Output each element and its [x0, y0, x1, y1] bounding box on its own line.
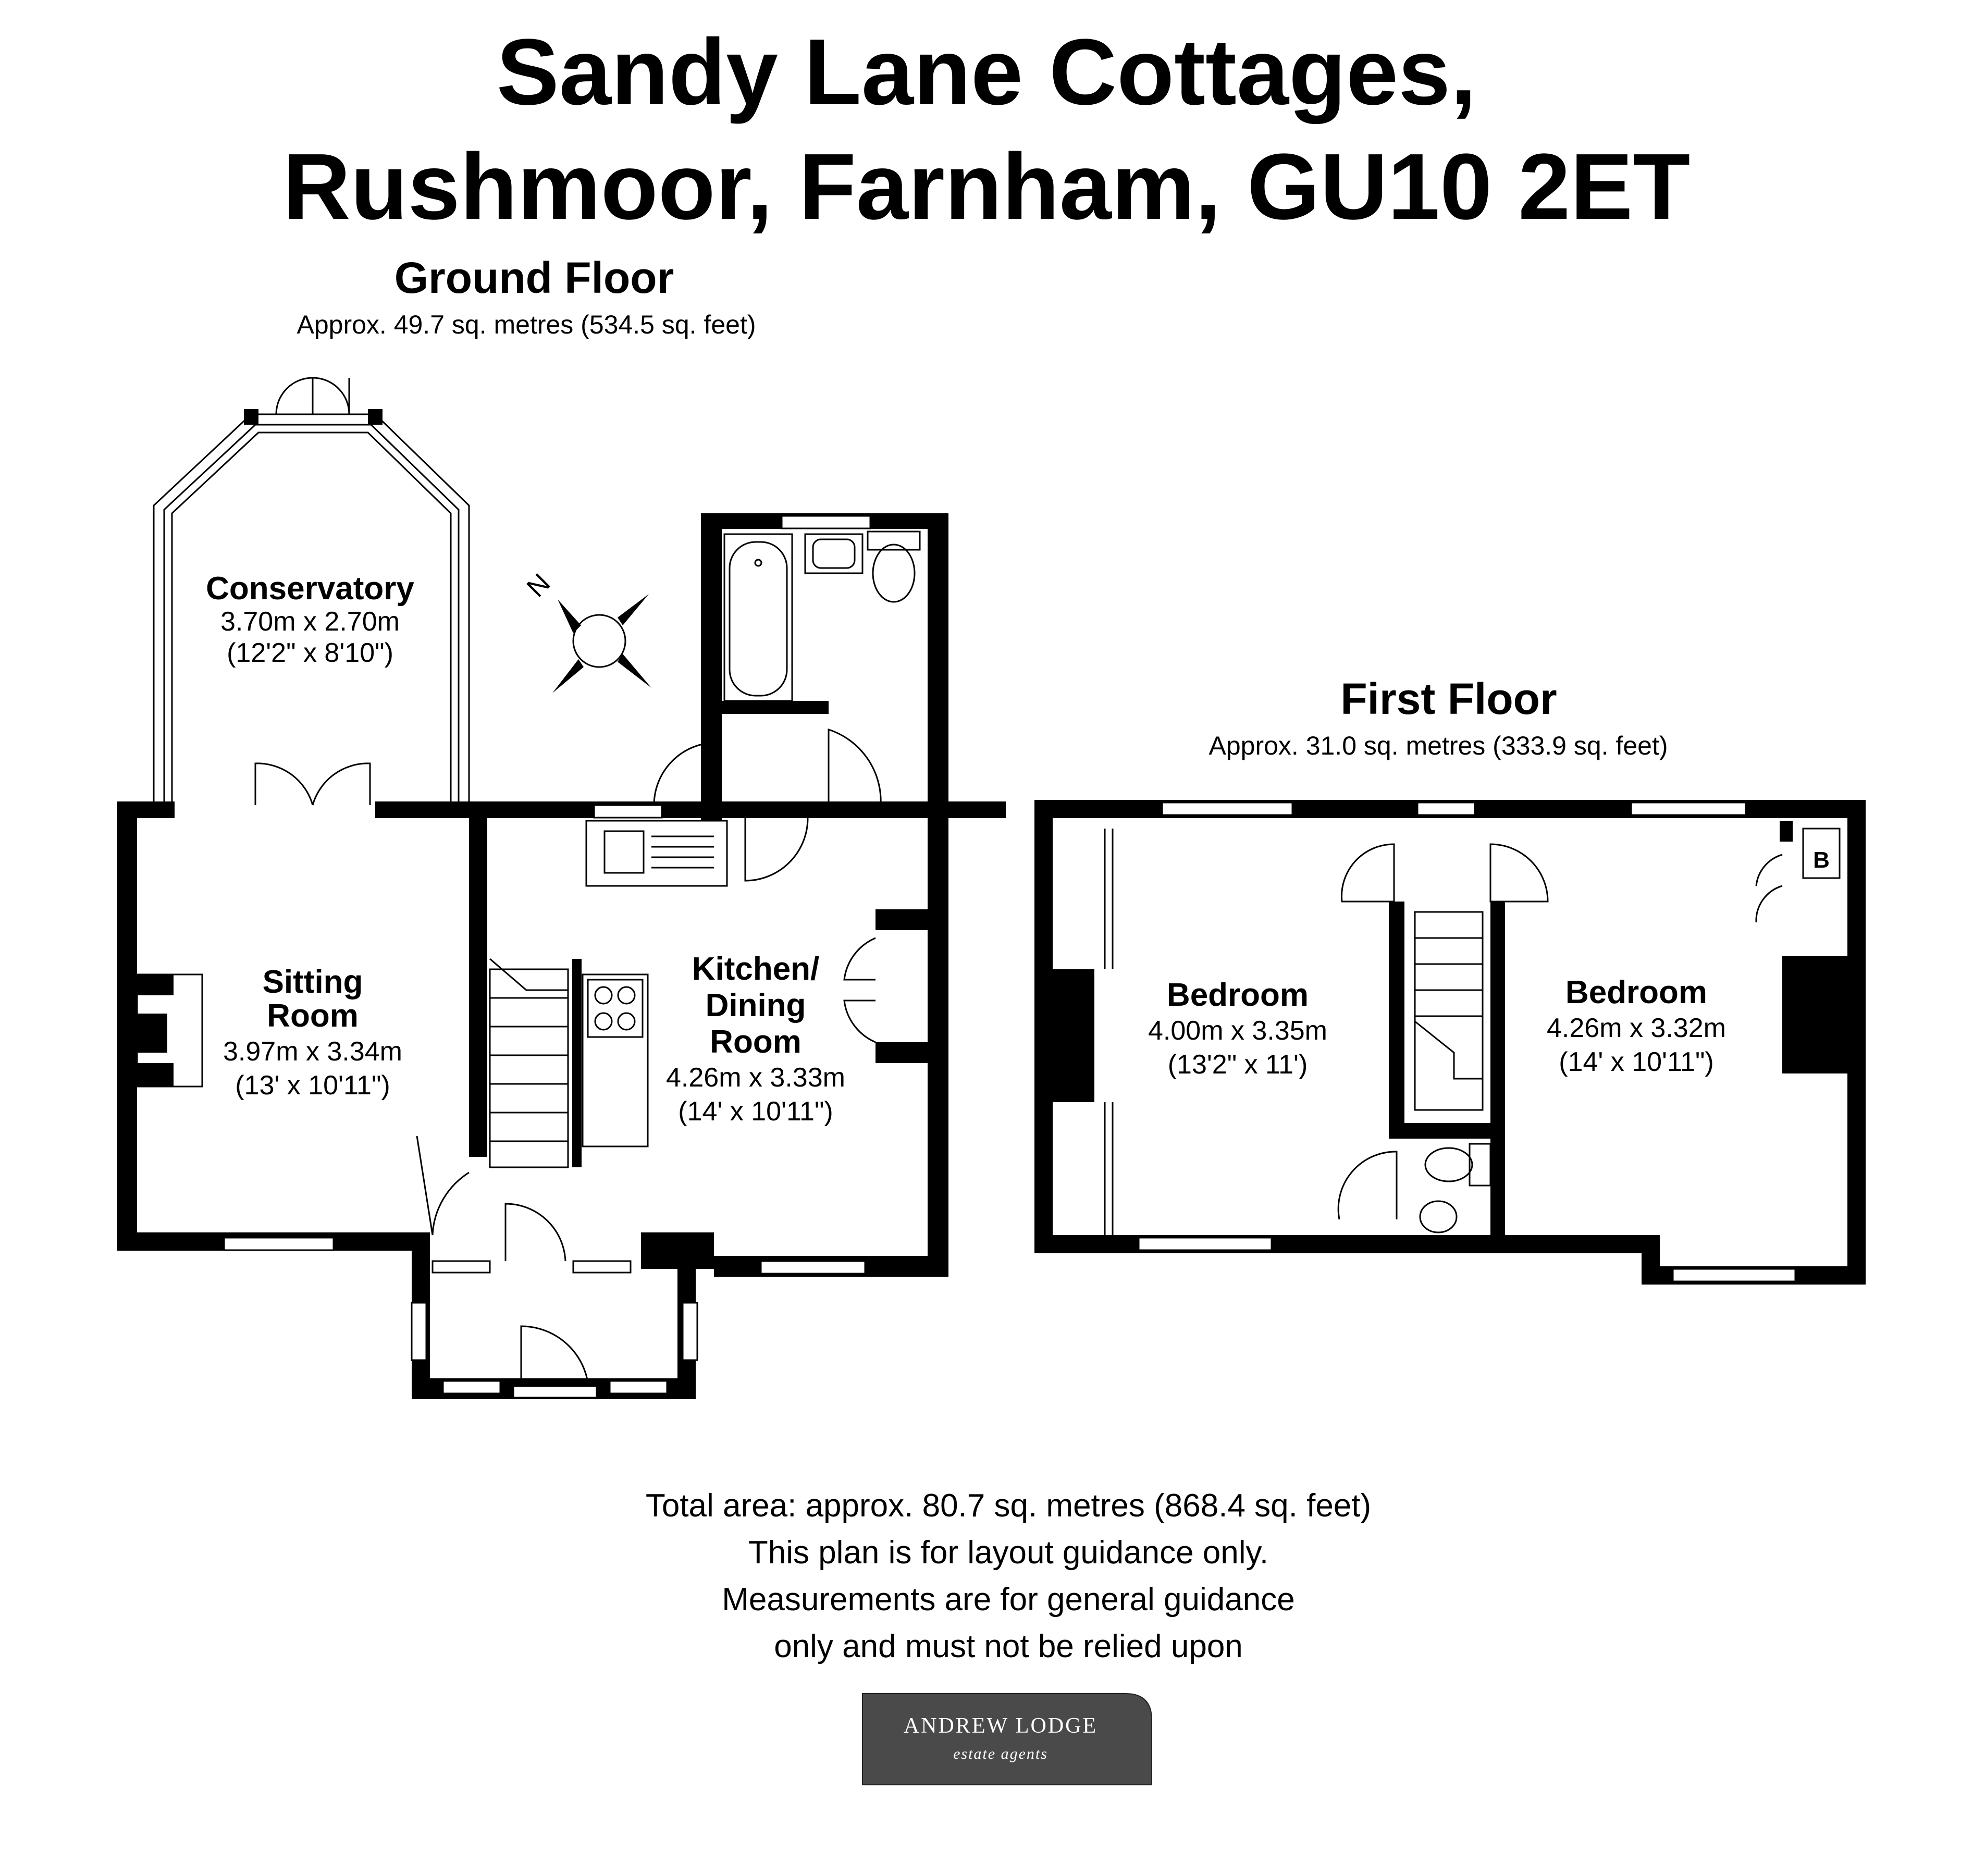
ground-floor-heading: Ground Floor — [394, 253, 674, 302]
kitchen-fittings — [582, 820, 728, 1147]
sitting-room-name-1: Sitting — [263, 964, 363, 1000]
title-line-2: Rushmoor, Farnham, GU10 2ET — [283, 134, 1691, 239]
footer-line-4: only and must not be relied upon — [774, 1628, 1243, 1664]
bedroom-left-name: Bedroom — [1167, 977, 1309, 1013]
kitchen-name-1: Kitchen/ — [692, 951, 820, 987]
ground-floor-doors — [254, 728, 882, 1399]
bedroom-right-metric: 4.26m x 3.32m — [1547, 1013, 1726, 1043]
bedroom-left-label: Bedroom 4.00m x 3.35m (13'2" x 11') — [1148, 977, 1327, 1080]
kitchen-label: Kitchen/ Dining Room 4.26m x 3.33m (14' … — [666, 951, 845, 1127]
ground-floor-area: Approx. 49.7 sq. metres (534.5 sq. feet) — [297, 310, 756, 339]
title-line-1: Sandy Lane Cottages, — [497, 20, 1476, 125]
footer-line-3: Measurements are for general guidance — [722, 1582, 1294, 1618]
sitting-room-name-2: Room — [267, 998, 359, 1034]
bedroom-left-imperial: (13'2" x 11') — [1168, 1050, 1308, 1080]
wardrobes — [1104, 829, 1114, 1235]
conservatory-imperial: (12'2" x 8'10") — [227, 638, 393, 668]
first-floor-plan: B Bedroom 4.00m x 3.35m (13'2" x 11') Be… — [1034, 800, 1866, 1285]
first-floor-heading: First Floor — [1340, 674, 1557, 723]
kitchen-imperial: (14' x 10'11") — [678, 1096, 833, 1127]
bedroom-right-imperial: (14' x 10'11") — [1559, 1047, 1714, 1077]
sitting-room-metric: 3.97m x 3.34m — [223, 1036, 402, 1067]
first-floor-area: Approx. 31.0 sq. metres (333.9 sq. feet) — [1209, 731, 1668, 760]
footer-line-2: This plan is for layout guidance only. — [748, 1535, 1268, 1571]
conservatory-label: Conservatory 3.70m x 2.70m (12'2" x 8'10… — [206, 571, 414, 668]
fireplace — [136, 973, 203, 1088]
ground-floor-walls — [117, 513, 1006, 1399]
logo-name: ANDREW LODGE — [904, 1714, 1098, 1738]
conservatory-glazing — [153, 377, 470, 805]
andrew-lodge-logo: ANDREW LODGE estate agents — [862, 1693, 1152, 1785]
bedroom-right-name: Bedroom — [1565, 974, 1707, 1010]
compass-north-label: N — [521, 568, 557, 603]
footer-notes: Total area: approx. 80.7 sq. metres (868… — [646, 1488, 1371, 1664]
sitting-room-label: Sitting Room 3.97m x 3.34m (13' x 10'11"… — [223, 964, 402, 1101]
bedroom-left-metric: 4.00m x 3.35m — [1148, 1016, 1327, 1046]
first-floor-wc — [1419, 1143, 1491, 1233]
kitchen-metric: 4.26m x 3.33m — [666, 1063, 845, 1093]
bedroom-right-label: Bedroom 4.26m x 3.32m (14' x 10'11") — [1547, 974, 1726, 1077]
bathroom-fittings — [723, 530, 921, 702]
first-floor-doors — [1337, 843, 1783, 1220]
conservatory-metric: 3.70m x 2.70m — [220, 607, 400, 637]
conservatory-name: Conservatory — [206, 571, 414, 607]
ground-floor-plan: N Conservatory 3.70m x 2.70m (12'2" x 8'… — [117, 377, 1006, 1399]
logo-tagline: estate agents — [953, 1745, 1048, 1762]
compass-icon: N — [521, 568, 651, 693]
footer-line-1: Total area: approx. 80.7 sq. metres (868… — [646, 1488, 1371, 1524]
ground-floor-stairs — [489, 958, 569, 1168]
boiler-cupboard: B — [1780, 821, 1841, 879]
sitting-room-imperial: (13' x 10'11") — [235, 1070, 390, 1101]
first-floor-windows — [1138, 801, 1796, 1282]
ground-floor-windows — [223, 515, 871, 1394]
kitchen-name-3: Room — [710, 1024, 801, 1060]
first-floor-stairs — [1414, 911, 1484, 1111]
boiler-label: B — [1813, 847, 1830, 873]
kitchen-name-2: Dining — [706, 988, 806, 1023]
